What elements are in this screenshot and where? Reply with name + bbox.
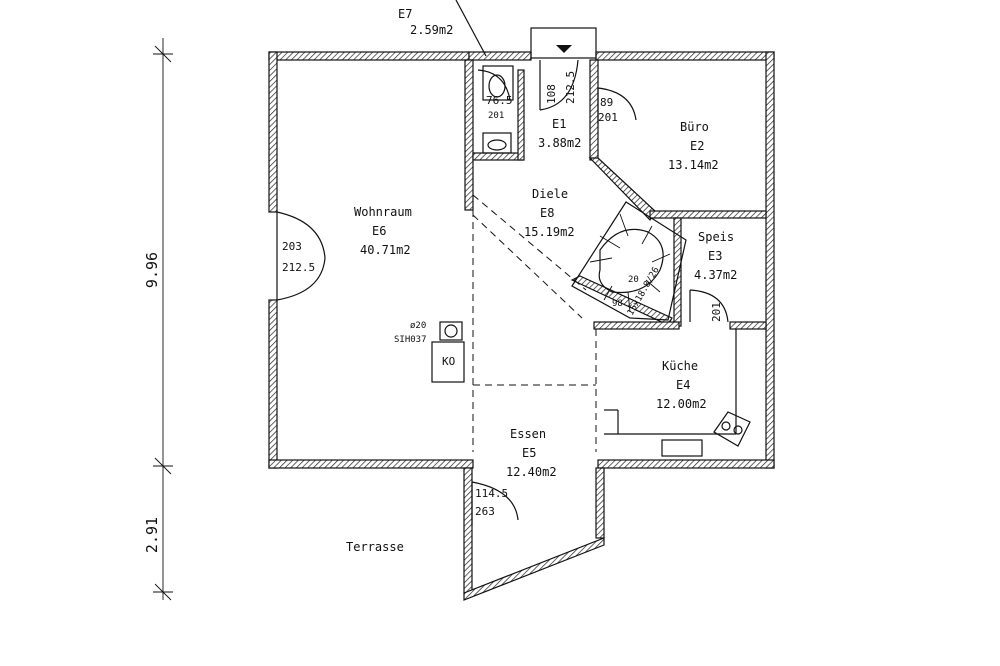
room-e6-label: Wohnraum	[354, 205, 412, 219]
staircase	[571, 201, 687, 321]
room-e1-area: 3.88m2	[538, 136, 581, 150]
room-e4-name: E4	[676, 378, 690, 392]
room-e5-name: E5	[522, 446, 536, 460]
room-e2-area: 13.14m2	[668, 158, 719, 172]
room-e6-name: E6	[372, 224, 386, 238]
room-e2-label: Büro	[680, 120, 709, 134]
room-e6-area: 40.71m2	[360, 243, 411, 257]
exterior-walls	[268, 51, 775, 601]
zone-dashed-lines	[472, 194, 597, 452]
entry-door-height: 212.5	[564, 71, 577, 104]
pantry-door-height: 201	[710, 302, 723, 322]
wc-fixtures	[482, 65, 514, 154]
room-e3-label: Speis	[698, 230, 734, 244]
room-e2-name: E2	[690, 139, 704, 153]
living-door-width: 203	[282, 240, 302, 253]
room-e5-label: Essen	[510, 427, 546, 441]
terrace-label: Terrasse	[346, 540, 404, 554]
stair-number-bottom: 98	[612, 299, 623, 309]
dimension-lines	[153, 38, 173, 601]
room-e4-label: Küche	[662, 359, 698, 373]
main-height-dimension: 9.96	[143, 252, 161, 288]
room-e1-name: E1	[552, 117, 566, 131]
room-e8-name: E8	[540, 206, 554, 220]
wc-door-width: 76.5	[486, 94, 513, 107]
terrace-door-height: 263	[475, 505, 495, 518]
entry-door-width: 108	[545, 84, 558, 104]
chimney	[431, 321, 465, 383]
doors	[276, 69, 729, 525]
room-e8-label: Diele	[532, 187, 568, 201]
kitchen-counters	[604, 329, 751, 457]
terrace-depth-dimension: 2.91	[143, 517, 161, 553]
room-e4-area: 12.00m2	[656, 397, 707, 411]
terrace-door-width: 114.5	[475, 487, 508, 500]
chimney-model: SIH037	[394, 335, 427, 345]
room-e3-name: E3	[708, 249, 722, 263]
room-e7-area: 2.59m2	[410, 23, 453, 37]
office-door-width: 89	[600, 96, 613, 109]
stove-label: KO	[442, 355, 455, 368]
entrance	[455, 0, 597, 111]
room-e7-name: E7	[398, 7, 412, 21]
living-door-height: 212.5	[282, 261, 315, 274]
room-e8-area: 15.19m2	[524, 225, 575, 239]
wc-door-height: 201	[488, 111, 504, 121]
office-door-height: 201	[598, 111, 618, 124]
room-e3-area: 4.37m2	[694, 268, 737, 282]
stair-number-top: 20	[628, 275, 639, 285]
chimney-size: ø20	[410, 321, 426, 331]
room-e5-area: 12.40m2	[506, 465, 557, 479]
